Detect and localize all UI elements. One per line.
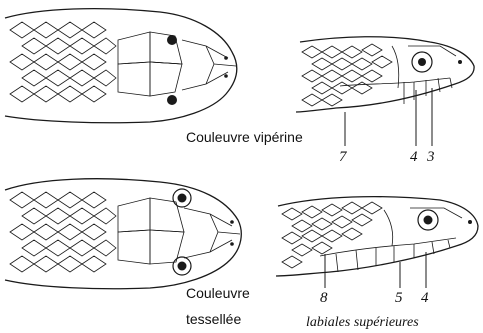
species-label-tessellated-line2: tessellée xyxy=(186,311,241,327)
body-scale-grid-left xyxy=(10,22,116,102)
eye-icon xyxy=(167,95,177,105)
callout-number: 3 xyxy=(426,149,435,165)
tessellated-lateral-outline xyxy=(276,197,478,276)
callout-number: 7 xyxy=(339,149,348,165)
body-scale-grid-left xyxy=(10,192,116,272)
nostril-icon xyxy=(458,60,462,64)
head-shields-top xyxy=(118,32,236,96)
eye-icon xyxy=(418,58,426,66)
tessellated-dorsal-outline xyxy=(5,179,241,289)
head-shields-bottom xyxy=(118,198,240,264)
callout-number: 5 xyxy=(395,290,403,306)
lateral-scale-grid-top xyxy=(302,44,392,106)
viperine-dorsal-head xyxy=(5,9,237,123)
callout-number: 4 xyxy=(421,290,429,306)
eye-icon xyxy=(178,262,187,271)
callout-number: 8 xyxy=(320,290,328,306)
viperine-lateral-head xyxy=(296,37,474,112)
nostril-icon xyxy=(224,74,228,78)
lateral-scale-grid-bottom xyxy=(282,202,382,268)
eye-icon xyxy=(424,216,433,225)
callout-number: 4 xyxy=(410,149,418,165)
eye-icon xyxy=(167,35,177,45)
eye-icon xyxy=(178,194,187,203)
caption-upper-labials: labiales supérieures xyxy=(306,315,419,330)
nostril-icon xyxy=(230,220,234,224)
nostril-icon xyxy=(230,242,234,246)
nostril-icon xyxy=(224,56,228,60)
nostril-icon xyxy=(468,220,472,224)
tessellated-dorsal-head xyxy=(5,179,241,289)
tessellated-lateral-head xyxy=(276,197,478,276)
species-label-tessellated-line1: Couleuvre xyxy=(186,285,250,301)
species-label-viperine: Couleuvre vipérine xyxy=(186,129,303,145)
